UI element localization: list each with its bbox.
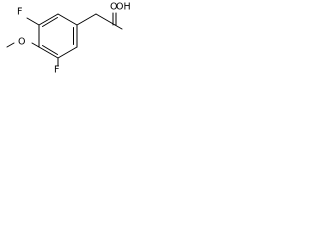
atom-label-methoxy-oxygen: O	[18, 37, 25, 48]
atom-label-fluorine-top: F	[17, 7, 22, 18]
bond-ring-ch2	[76, 13, 97, 26]
ring-bond-c3-c4	[38, 46, 59, 59]
benzene-ring	[38, 13, 78, 59]
bond-c2-fluorine	[26, 17, 40, 26]
atom-label-carbonyl-oxygen: O	[110, 2, 117, 13]
bond-c3-oxygen	[31, 42, 40, 48]
ring-bond-c4-c5	[57, 46, 78, 59]
ring-bond-c6-c1	[57, 13, 78, 26]
atom-label-fluorine-bottom: F	[54, 65, 59, 75]
ring-bond-c1-c2	[38, 13, 59, 26]
ring-double-bond-inner-1	[42, 17, 58, 27]
atom-label-hydroxyl: OH	[116, 2, 131, 13]
bond-oxygen-methyl	[6, 42, 15, 48]
ring-double-bond-inner-2	[42, 45, 58, 55]
chemical-structure-diagram: F O F O OH	[6, 2, 131, 75]
bond-carboxyl-hydroxyl	[114, 24, 123, 30]
bond-ch2-carboxyl-carbon	[95, 13, 116, 26]
